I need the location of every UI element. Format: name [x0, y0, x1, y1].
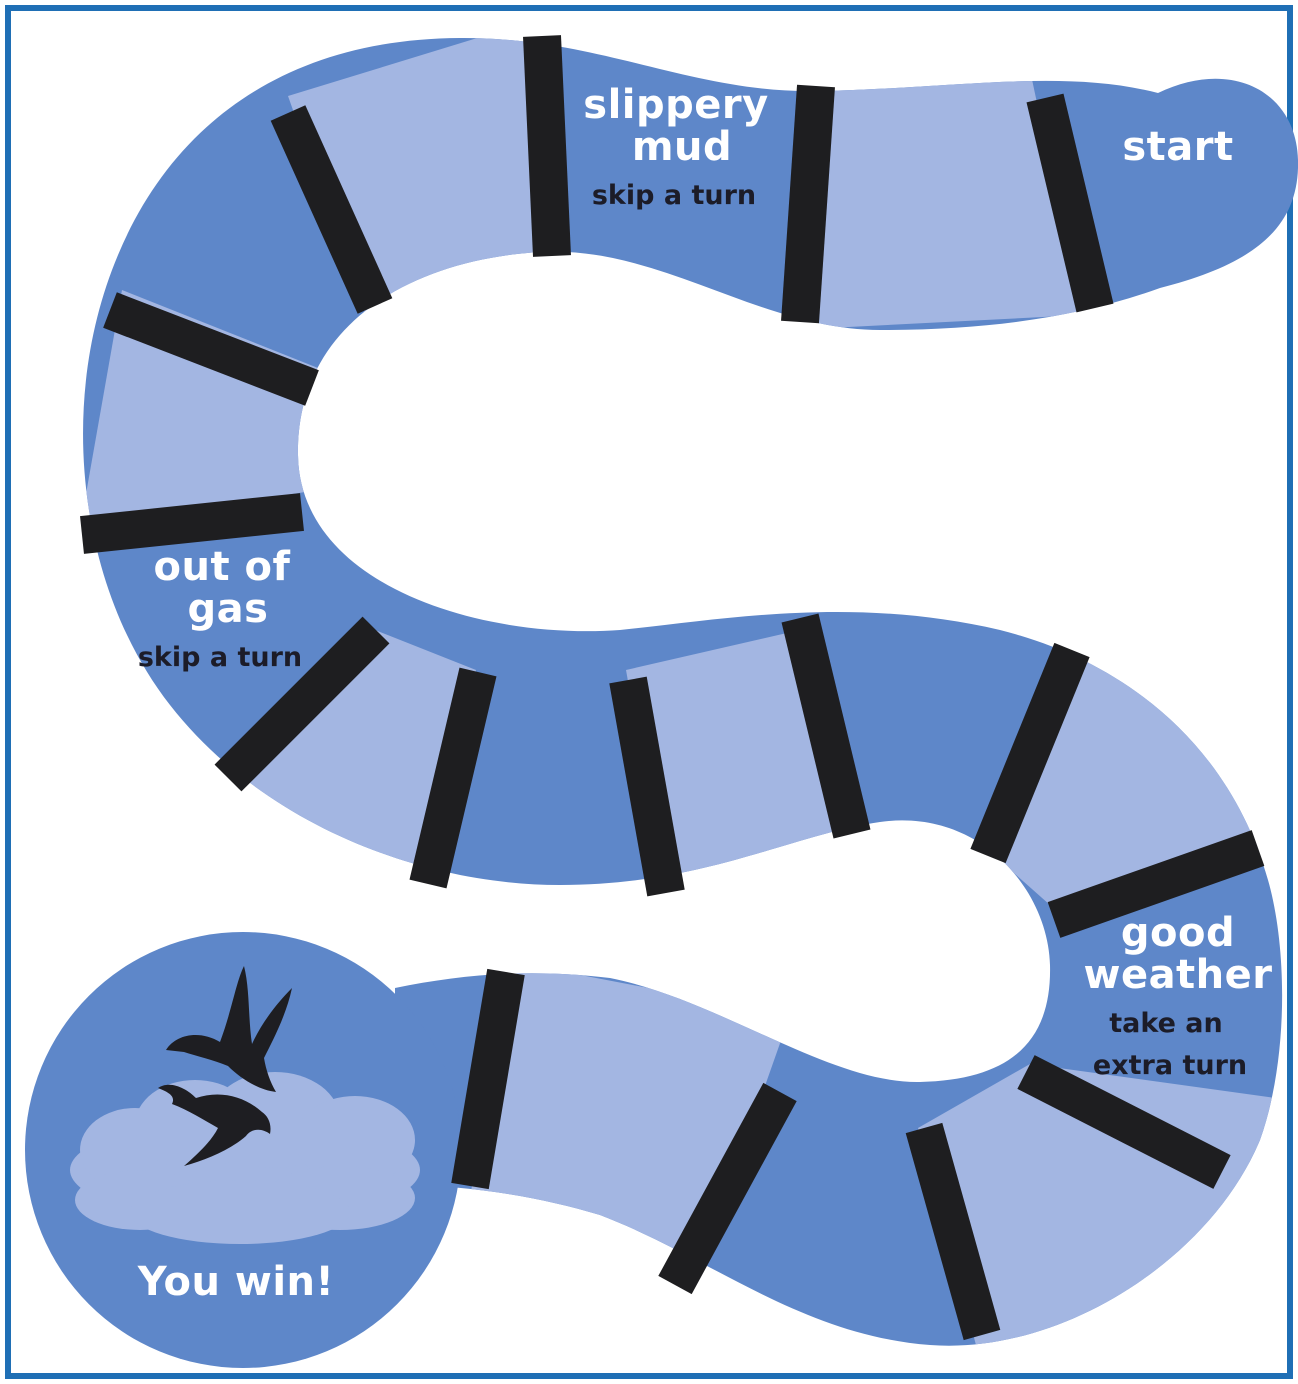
out-of-gas-title-line1: out of [154, 544, 291, 590]
good-weather-instruction-line2: extra turn [1093, 1050, 1247, 1081]
good-weather-instruction-line1: take an [1109, 1008, 1223, 1039]
space-divider [542, 36, 552, 256]
slippery-mud-instruction: skip a turn [592, 180, 756, 211]
out-of-gas-title-line2: gas [188, 586, 269, 632]
slippery-mud-title-line1: slippery [583, 82, 768, 128]
good-weather-title-line1: good [1121, 910, 1235, 956]
finish-label: You win! [137, 1259, 335, 1305]
out-of-gas-instruction: skip a turn [138, 642, 302, 673]
space-divider [82, 512, 302, 535]
space-divider [800, 86, 816, 322]
slippery-mud-title-line2: mud [632, 124, 732, 170]
start-label: start [1122, 124, 1233, 170]
good-weather-title-line2: weather [1083, 952, 1272, 998]
